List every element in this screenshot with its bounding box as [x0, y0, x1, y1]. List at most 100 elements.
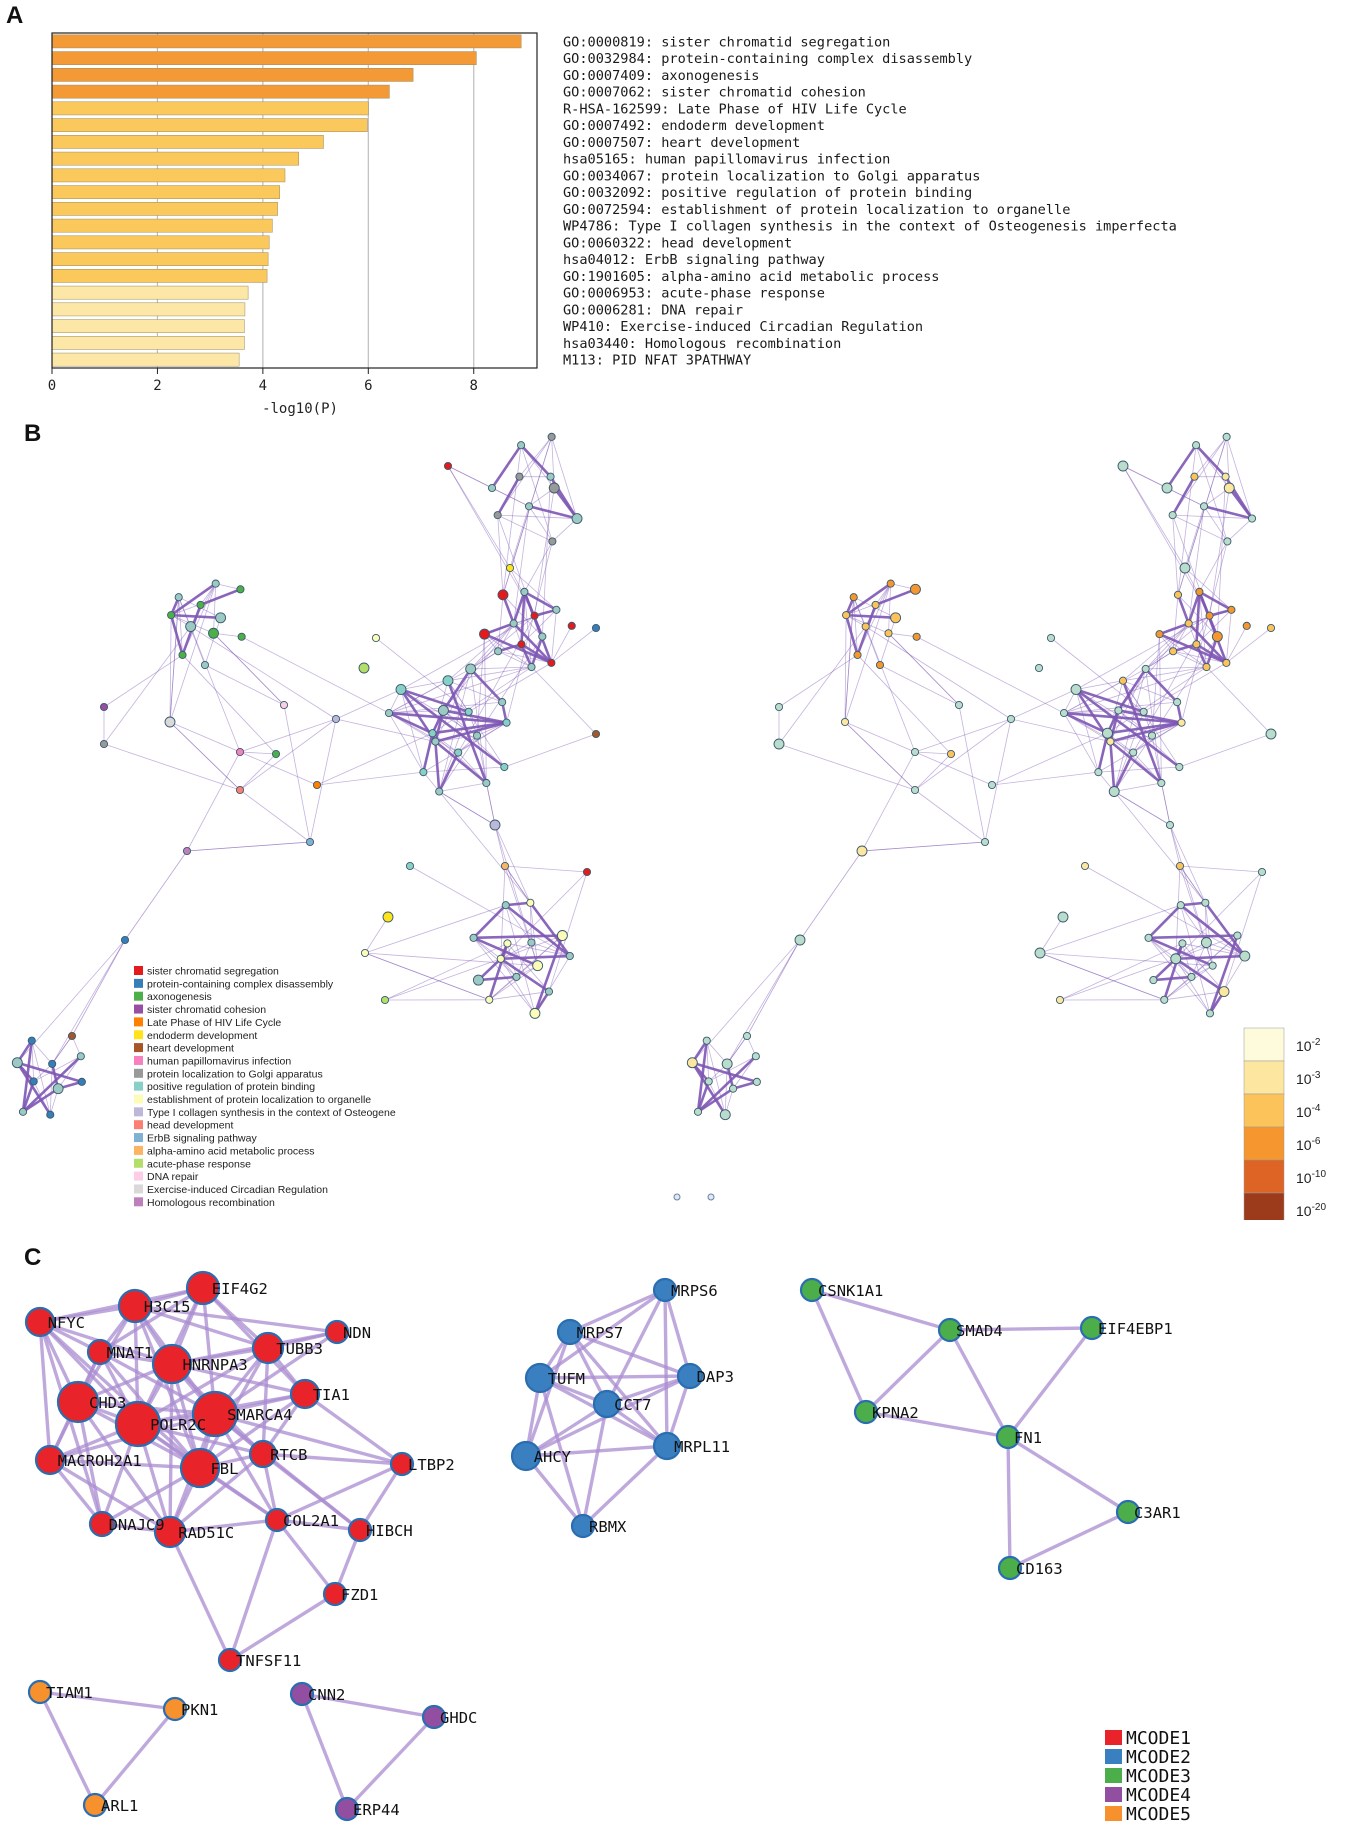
network-edge [1039, 904, 1181, 954]
network-node [1057, 911, 1069, 923]
network-node [11, 1057, 23, 1069]
network-edge [1098, 766, 1180, 773]
network-edge [239, 718, 337, 791]
network-node [1187, 972, 1196, 981]
network-edge [497, 650, 532, 668]
network-edge [469, 668, 504, 703]
ppi-node [937, 1317, 963, 1343]
network-edge [1195, 591, 1201, 645]
network-edge [1195, 444, 1227, 478]
network-node [1169, 647, 1178, 656]
network-edge [484, 634, 487, 783]
network-edge [51, 939, 126, 1065]
network-edge [496, 476, 521, 516]
network-node [591, 623, 601, 633]
network-edge [239, 751, 318, 786]
network-edge [497, 514, 578, 519]
network-node [1208, 961, 1217, 970]
ppi-node [995, 1424, 1021, 1450]
ppi-node [185, 1270, 221, 1306]
network-node [842, 611, 851, 620]
network-edge [879, 664, 960, 706]
network-edge [439, 791, 496, 826]
network-edge [1153, 975, 1192, 982]
network-edge [1148, 934, 1238, 940]
network-edge [1169, 824, 1181, 867]
network-node [1106, 737, 1115, 746]
network-edge [1203, 506, 1228, 542]
network-edge [844, 721, 916, 791]
ppi-edge [168, 1452, 265, 1534]
network-edge [1164, 991, 1225, 1001]
network-edge [169, 614, 184, 656]
category-label: GO:0072594: establishment of protein loc… [563, 202, 1070, 218]
network-edge [861, 841, 986, 852]
ppi-edge [48, 1458, 202, 1470]
network-edge [1195, 643, 1208, 668]
pvalue-label: 10-10 [1296, 1169, 1326, 1186]
ppi-node-label: EIF4EBP1 [1098, 1320, 1173, 1338]
network-node [729, 1084, 738, 1093]
network-node [752, 1077, 761, 1086]
network-node [571, 513, 583, 524]
network-edge [778, 654, 858, 708]
network-edge [182, 654, 277, 755]
network-node [1129, 748, 1138, 757]
network-edge [531, 942, 570, 957]
bar [51, 135, 324, 149]
network-edge [1122, 680, 1144, 713]
network-edge [1145, 650, 1174, 670]
network-edge [1175, 958, 1211, 1014]
legend-label: protein localization to Golgi apparatus [147, 1068, 323, 1080]
network-edge [169, 583, 217, 723]
network-edge [509, 506, 530, 569]
network-edge [1075, 689, 1099, 773]
network-node [1192, 640, 1201, 649]
network-edge [1144, 668, 1179, 703]
network-edge [799, 850, 863, 941]
network-edge [239, 718, 337, 753]
network-edge [1164, 965, 1213, 1001]
legend-swatch [134, 991, 143, 1001]
ppi-node-label: SMARCA4 [227, 1406, 292, 1424]
network-edge [169, 615, 172, 723]
network-edge [497, 643, 522, 653]
network-edge [500, 954, 570, 961]
network-edge [476, 634, 485, 736]
ppi-node-label: COL2A1 [283, 1512, 339, 1530]
network-node [1170, 953, 1182, 965]
network-edge [241, 636, 390, 714]
bar [51, 285, 249, 300]
bar [51, 101, 369, 116]
network-edge [473, 936, 539, 967]
network-node [1161, 482, 1173, 494]
network-edge [388, 668, 471, 714]
network-edge [1171, 476, 1196, 516]
network-node [1179, 562, 1191, 574]
ppi-node-label: MRPS6 [671, 1282, 718, 1300]
network-edge [384, 943, 508, 1001]
network-edge [1063, 712, 1099, 773]
pvalue-label: 10-20 [1296, 1202, 1326, 1219]
network-node [472, 974, 484, 986]
network-node [211, 579, 220, 588]
network-edge [1084, 865, 1246, 957]
network-node [1205, 1009, 1214, 1018]
network-edge [524, 541, 553, 593]
network-edge [1118, 710, 1180, 768]
network-edge [473, 934, 563, 940]
network-edge [888, 583, 892, 634]
network-edge [844, 614, 859, 656]
network-edge [1172, 650, 1207, 668]
ppi-node [264, 1507, 290, 1533]
network-node [235, 785, 245, 795]
ppi-edge [303, 1392, 404, 1466]
ppi-node [997, 1555, 1023, 1581]
mcode-legend-swatch [1105, 1749, 1122, 1764]
ppi-node-label: CNN2 [308, 1686, 345, 1704]
network-edge [502, 445, 522, 595]
network-node [472, 731, 482, 740]
network-edge [726, 1035, 748, 1065]
legend-swatch [134, 1197, 143, 1207]
